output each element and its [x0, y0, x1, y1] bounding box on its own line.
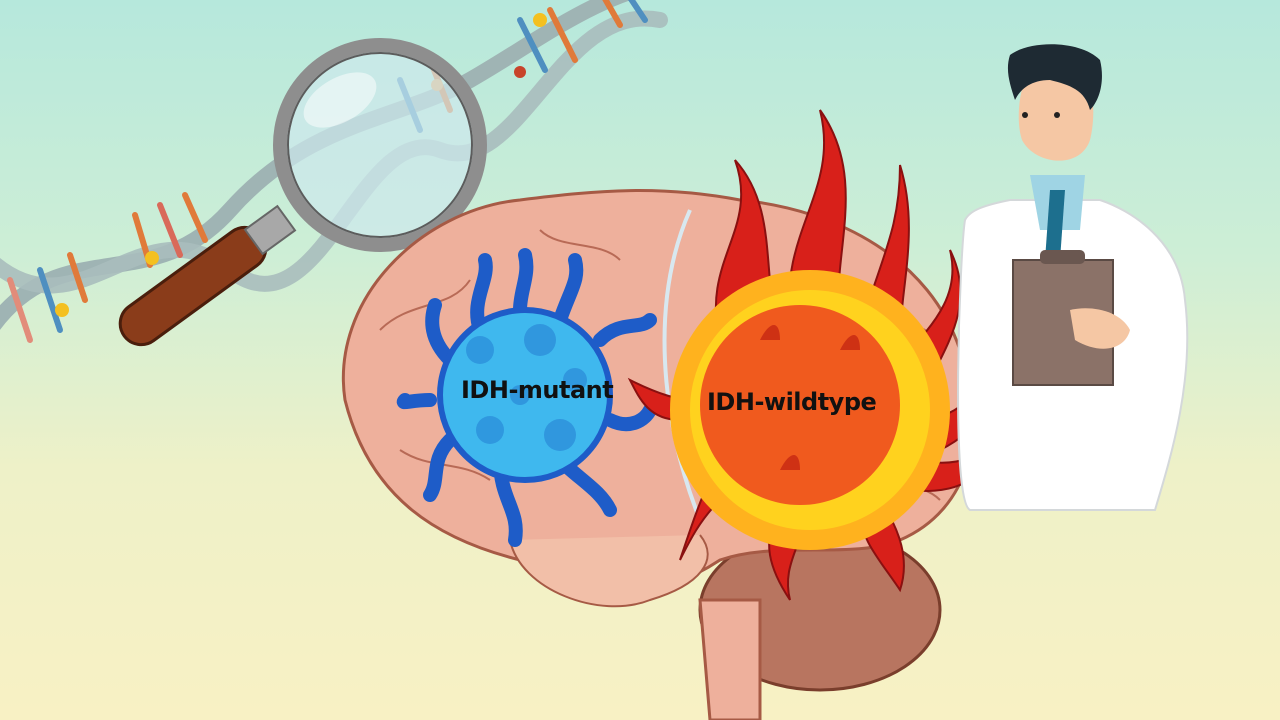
magnifying-glass-icon: [118, 38, 487, 347]
wildtype-tumor-icon: [627, 109, 1002, 601]
doctor-icon: [957, 44, 1189, 511]
mutant-cell-icon: [396, 248, 657, 547]
idh-wildtype-label: IDH-wildtype: [707, 388, 877, 416]
idh-mutant-label: IDH-mutant: [461, 376, 614, 404]
